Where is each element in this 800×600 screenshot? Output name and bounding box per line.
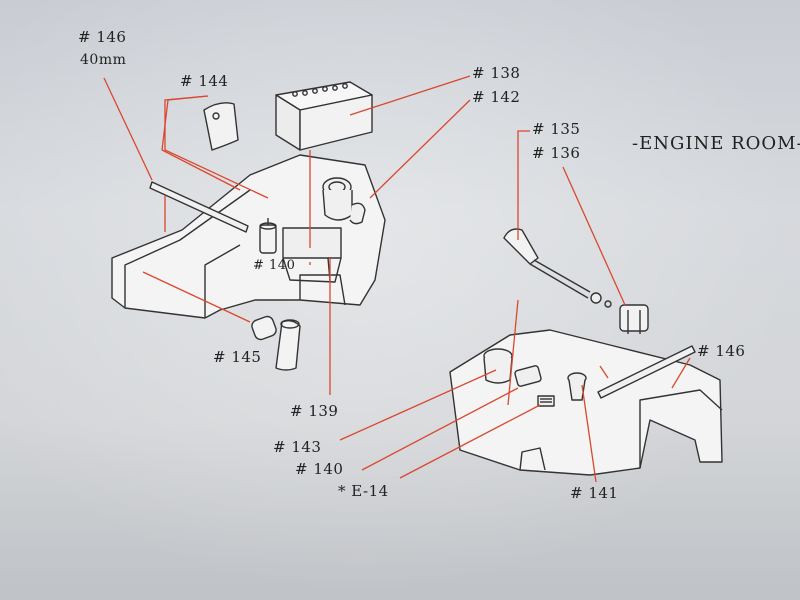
label-part-145: # 145 (213, 348, 262, 366)
label-part-143: # 143 (273, 438, 322, 456)
leader-lines (103, 75, 691, 483)
label-part-138: # 138 (472, 64, 521, 82)
label-part-e14: * E-14 (338, 482, 389, 500)
label-part-140-bottom: # 140 (295, 460, 344, 478)
right-engine-assembly (449, 329, 723, 476)
left-engine-assembly (111, 154, 386, 319)
flap-part-144 (203, 102, 239, 151)
label-part-136: # 136 (532, 144, 581, 162)
label-part-146-right: # 146 (697, 342, 746, 360)
canister-part-140-left (259, 218, 277, 254)
label-part-146-size: 40mm (80, 52, 127, 68)
label-part-140-left: # 140 (253, 258, 296, 273)
page-title: -ENGINE ROOM- (632, 133, 800, 154)
label-part-144: # 144 (180, 72, 229, 90)
intake-part-142 (322, 177, 366, 225)
shift-lever-part-135 (503, 228, 591, 299)
rod-part-146-left (149, 181, 249, 233)
label-part-139: # 139 (290, 402, 339, 420)
leader-146-left (103, 77, 153, 181)
linkage-part-136 (590, 292, 649, 334)
label-part-146-top: # 146 (78, 28, 127, 46)
label-part-135: # 135 (532, 120, 581, 138)
battery-part-138 (275, 81, 373, 151)
label-part-142: # 142 (472, 88, 521, 106)
label-part-141: # 141 (570, 484, 619, 502)
horn-part-145 (251, 315, 301, 371)
